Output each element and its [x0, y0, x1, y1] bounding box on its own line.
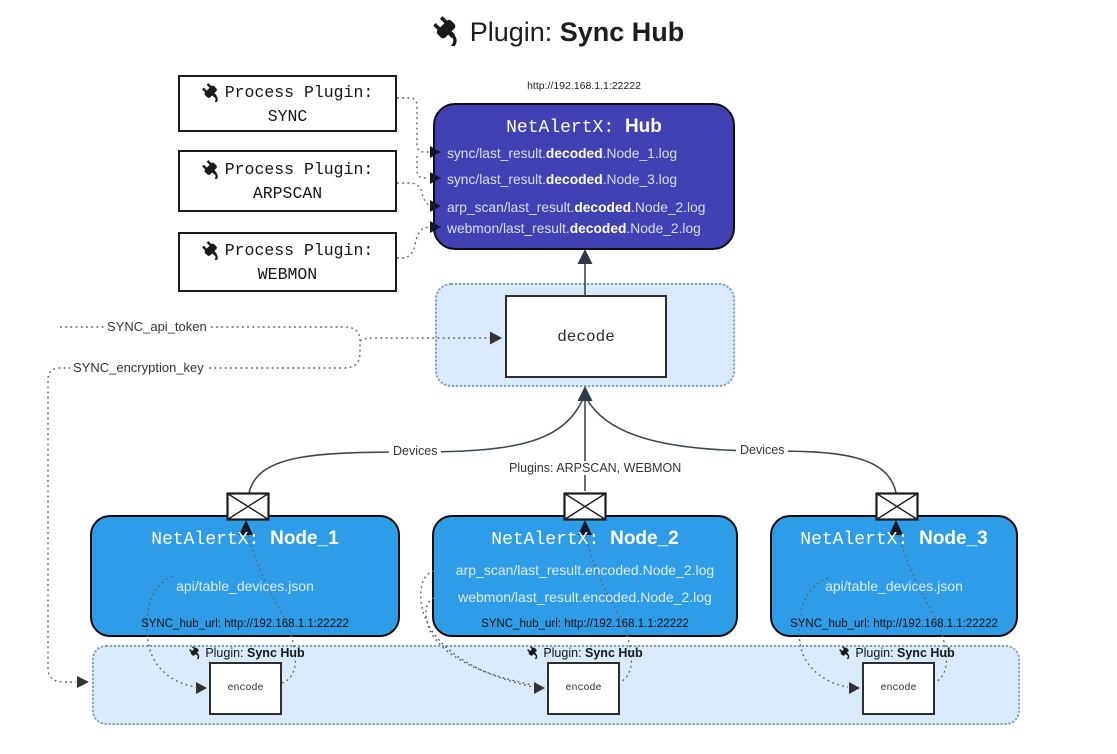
- node-line: api/table_devices.json: [825, 578, 963, 594]
- process-plugin-name: WEBMON: [257, 265, 318, 284]
- arrowhead-into-decode-container: [577, 386, 593, 401]
- arrowhead-into-hub: [577, 249, 593, 264]
- process-plugin-box-sync: Process Plugin: SYNC: [178, 75, 397, 132]
- hub-log-line: arp_scan/last_result.decoded.Node_2.log: [447, 200, 706, 215]
- encode-box: encode: [209, 662, 282, 715]
- plug-icon: [429, 12, 467, 50]
- plug-icon: [201, 241, 221, 260]
- hub-title: NetAlertX: Hub: [506, 116, 662, 138]
- node-title: NetAlertX: Node_2: [491, 528, 679, 550]
- hub-url-label: http://192.168.1.1:22222: [527, 80, 641, 92]
- process-plugin-box-arpscan: Process Plugin: ARPSCAN: [178, 150, 397, 212]
- key-label-encryption-key: SYNC_encryption_key: [70, 360, 207, 375]
- plug-icon: [525, 644, 542, 661]
- node-line: arp_scan/last_result.encoded.Node_2.log: [455, 562, 715, 578]
- page-title: Plugin: Sync Hub: [0, 12, 1117, 50]
- plug-icon: [201, 160, 221, 179]
- encoder-label: Plugin: Sync Hub: [500, 644, 670, 661]
- edge-label-devices-left: Devices: [389, 444, 442, 458]
- edge-sync-to-log1: [397, 97, 429, 153]
- node-node_1-content: NetAlertX: Node_1 api/table_devices.json…: [90, 515, 400, 637]
- encoder-label: Plugin: Sync Hub: [812, 644, 982, 661]
- envelope-icon: [875, 492, 919, 521]
- encoder-label: Plugin: Sync Hub: [162, 644, 332, 661]
- encode-box: encode: [547, 662, 620, 715]
- plug-icon: [201, 83, 221, 102]
- envelope-icon: [563, 492, 607, 521]
- decode-box: decode: [505, 295, 667, 378]
- process-plugin-box-webmon: Process Plugin: WEBMON: [178, 232, 397, 292]
- process-plugin-label: Process Plugin:: [224, 83, 374, 102]
- envelope-icon: [226, 492, 270, 521]
- node-line: api/table_devices.json: [176, 578, 314, 594]
- node-title: NetAlertX: Node_3: [800, 528, 988, 550]
- edge-label-devices-right: Devices: [736, 443, 789, 457]
- key-label-api-token: SYNC_api_token: [104, 319, 210, 334]
- hub-node: NetAlertX: Hub sync/last_result.decoded.…: [433, 103, 735, 250]
- node-title: NetAlertX: Node_1: [151, 528, 339, 550]
- edge-label-plugins: Plugins: ARPSCAN, WEBMON: [505, 461, 686, 475]
- node-hub-url: SYNC_hub_url: http://192.168.1.1:22222: [790, 618, 998, 630]
- process-plugin-name: SYNC: [267, 107, 308, 126]
- hub-log-line: sync/last_result.decoded.Node_3.log: [447, 172, 678, 187]
- plug-icon: [837, 644, 854, 661]
- edge-sync-to-log2: [416, 156, 429, 179]
- process-plugin-label: Process Plugin:: [224, 160, 374, 179]
- node-hub-url: SYNC_hub_url: http://192.168.1.1:22222: [141, 618, 349, 630]
- hub-log-line: webmon/last_result.decoded.Node_2.log: [447, 221, 701, 236]
- node-node_2-content: NetAlertX: Node_2 arp_scan/last_result.e…: [432, 515, 738, 637]
- node-hub-url: SYNC_hub_url: http://192.168.1.1:22222: [481, 618, 689, 630]
- node-line: webmon/last_result.encoded.Node_2.log: [458, 589, 712, 605]
- plug-icon: [187, 644, 204, 661]
- edge-webmon-to-log4: [397, 226, 430, 259]
- process-plugin-name: ARPSCAN: [252, 184, 323, 203]
- hub-log-line: sync/last_result.decoded.Node_1.log: [447, 146, 678, 161]
- encode-box: encode: [862, 662, 935, 715]
- process-plugin-label: Process Plugin:: [224, 241, 374, 260]
- edge-arpscan-to-log3: [397, 182, 430, 206]
- node-node_3-content: NetAlertX: Node_3 api/table_devices.json…: [770, 515, 1018, 637]
